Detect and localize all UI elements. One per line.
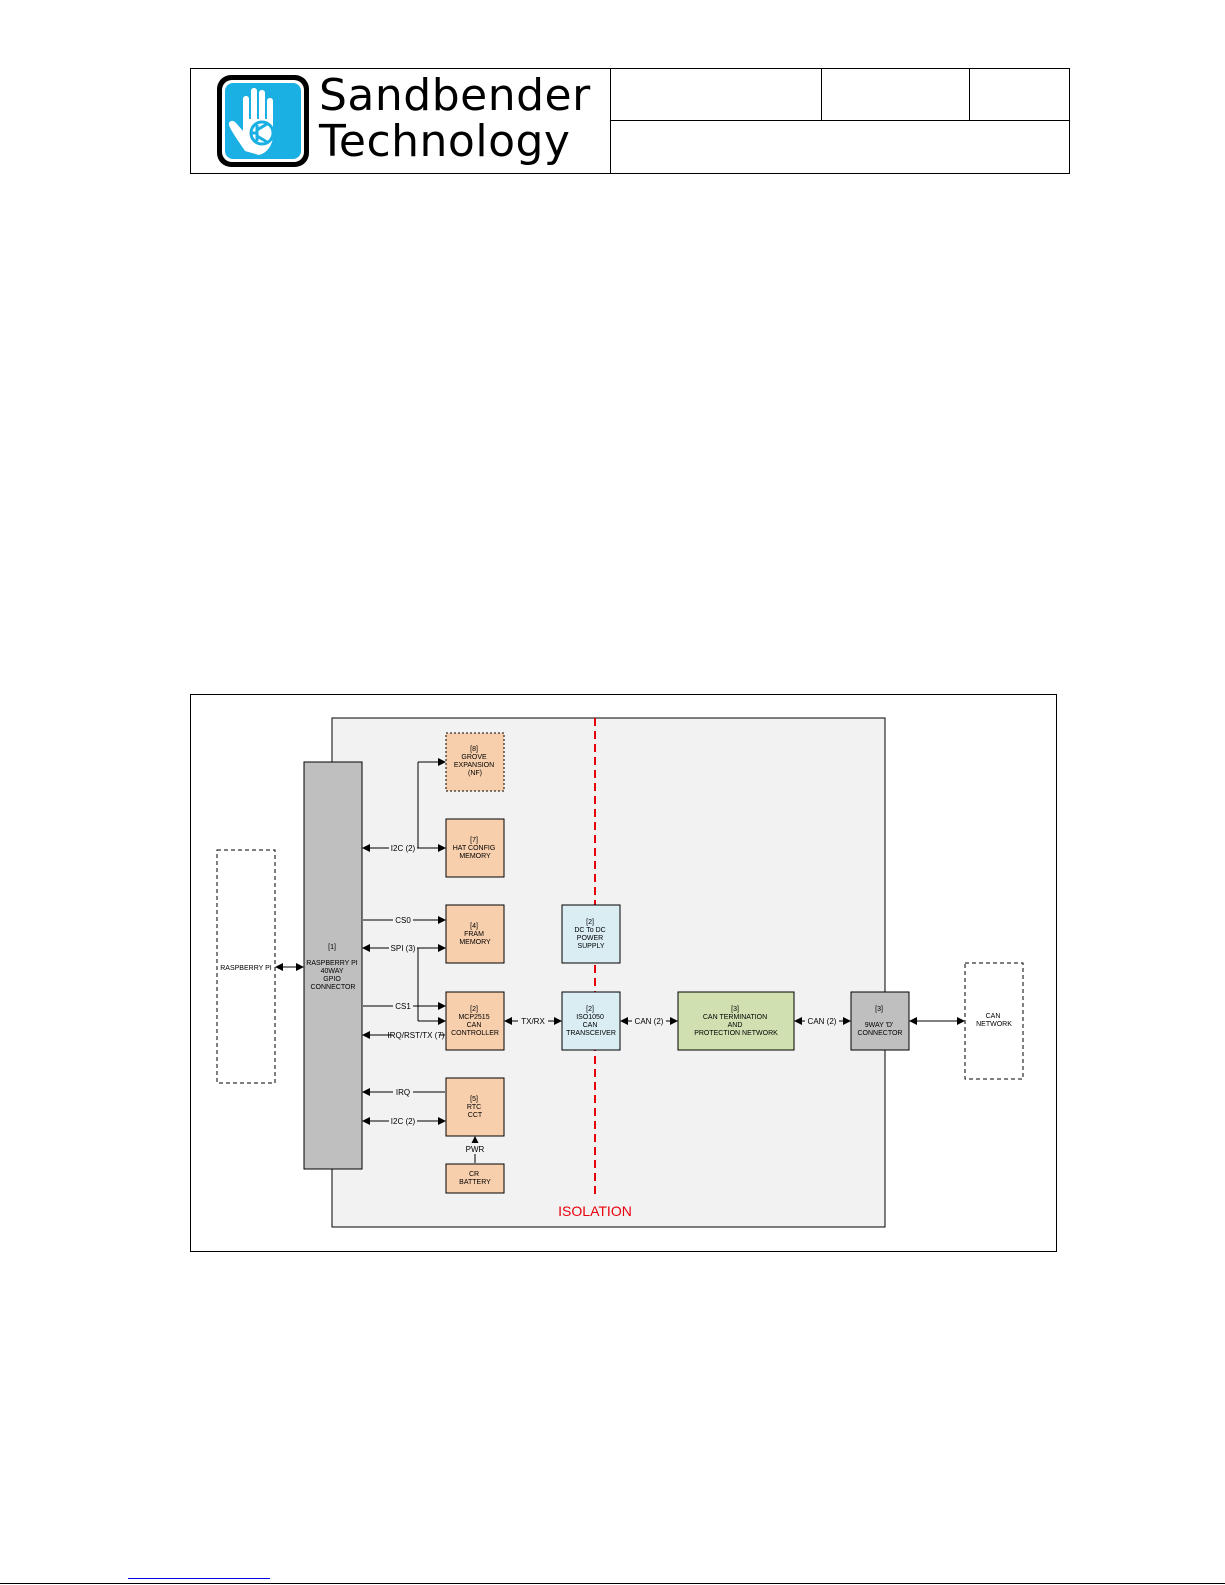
battery-block	[445, 1163, 505, 1194]
title-cell-1	[611, 69, 822, 121]
raspberry-pi-block	[216, 849, 276, 1084]
board-panel	[331, 717, 886, 1228]
block-diagram: ISOLATION RASPBERRY PI [1] RASPBERRY PI …	[190, 694, 1058, 1253]
irq-label: IRQ	[396, 1088, 410, 1097]
grove-expansion-label: [8] GROVE EXPANSION (NF)	[454, 746, 496, 777]
spi-label: SPI (3)	[391, 944, 416, 953]
title-block: Sandbender Technology	[190, 68, 1070, 174]
can-controller-block	[445, 991, 505, 1051]
raspberry-pi-label: RASPBERRY PI	[220, 965, 272, 972]
battery-label: CR BATTERY	[459, 1171, 491, 1186]
i2c-top-label: I2C (2)	[391, 844, 416, 853]
can-network-label: CAN NETWORK	[976, 1013, 1012, 1028]
footer-rule	[0, 1583, 1225, 1584]
company-name-line2: Technology	[319, 116, 571, 167]
company-name-line1: Sandbender	[319, 70, 591, 121]
can-transceiver-label: [2] ISO1050 CAN TRANSCEIVER	[566, 1006, 616, 1037]
can-network-block	[964, 962, 1024, 1080]
cs0-label: CS0	[395, 916, 411, 925]
i2c-bottom-label: I2C (2)	[391, 1117, 416, 1126]
can-controller-label: [2] MCP2515 CAN CONTROLLER	[451, 1006, 499, 1037]
can-termination-label: [3] CAN TERMINATION AND PROTECTION NETWO…	[694, 1006, 778, 1037]
can-termination-block	[677, 991, 795, 1051]
rtc-block	[445, 1077, 505, 1137]
txrx-label: TX/RX	[521, 1017, 545, 1026]
title-cell-4	[611, 121, 1069, 173]
gpio-connector-label: [1] RASPBERRY PI 40WAY GPIO CONNECTOR	[306, 944, 359, 991]
grove-expansion-block	[445, 732, 505, 792]
title-cell-2	[822, 69, 970, 121]
pwr-label: PWR	[466, 1145, 485, 1154]
dc-dc-supply-label: [2] DC To DC POWER SUPPLY	[574, 919, 607, 950]
gpio-connector-block	[303, 761, 363, 1170]
logo-cell: Sandbender Technology	[191, 69, 611, 173]
isolation-label: ISOLATION	[558, 1203, 632, 1219]
cs1-label: CS1	[395, 1002, 411, 1011]
fram-memory-block	[445, 904, 505, 964]
title-cell-3	[970, 69, 1069, 121]
hat-config-memory-block	[445, 818, 505, 878]
hat-config-memory-label: [7] HAT CONFIG MEMORY	[453, 837, 497, 860]
can-label-b: CAN (2)	[808, 1017, 837, 1026]
can-transceiver-block	[561, 991, 621, 1051]
dsub-connector-label: [3] 9WAY 'D' CONNECTOR	[858, 1006, 903, 1037]
rtc-label: [5] RTC CCT	[467, 1096, 483, 1119]
block-diagram-svg: ISOLATION RASPBERRY PI [1] RASPBERRY PI …	[190, 694, 1057, 1252]
fram-memory-label: [4] FRAM MEMORY	[459, 923, 491, 946]
dsub-connector-block	[850, 991, 910, 1051]
dc-dc-supply-block	[561, 904, 621, 964]
footer-link[interactable]	[128, 1578, 270, 1579]
can-label-a: CAN (2)	[635, 1017, 664, 1026]
irq-rst-label: IRQ/RST/TX (7)	[388, 1031, 445, 1040]
hand-transistor-logo-icon	[217, 75, 309, 167]
